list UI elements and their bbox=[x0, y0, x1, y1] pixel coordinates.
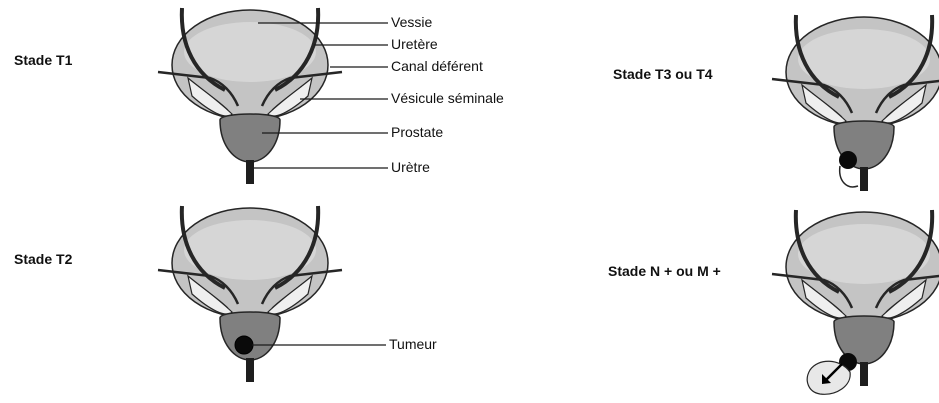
label-prostate: Prostate bbox=[391, 124, 443, 140]
label-canal-deferent: Canal déférent bbox=[391, 58, 483, 74]
label-vessie: Vessie bbox=[391, 14, 432, 30]
stage-t2-label: Stade T2 bbox=[14, 251, 72, 267]
label-uretere: Uretère bbox=[391, 36, 438, 52]
diagram-stage-t2 bbox=[158, 206, 342, 382]
stage-t1-label: Stade T1 bbox=[14, 52, 72, 68]
label-vesicule-seminale: Vésicule séminale bbox=[391, 90, 504, 106]
stage-t3-t4-label: Stade T3 ou T4 bbox=[613, 66, 713, 82]
label-tumeur: Tumeur bbox=[389, 336, 437, 352]
tumor-icon bbox=[839, 151, 857, 169]
stage-n-m-label: Stade N + ou M + bbox=[608, 263, 721, 279]
diagram-stage-t1 bbox=[158, 8, 342, 184]
diagram-stage-n-m bbox=[772, 210, 939, 394]
diagram-stage-t3-t4 bbox=[772, 15, 939, 191]
tumor-icon bbox=[235, 336, 253, 354]
label-uretre: Urètre bbox=[391, 159, 430, 175]
